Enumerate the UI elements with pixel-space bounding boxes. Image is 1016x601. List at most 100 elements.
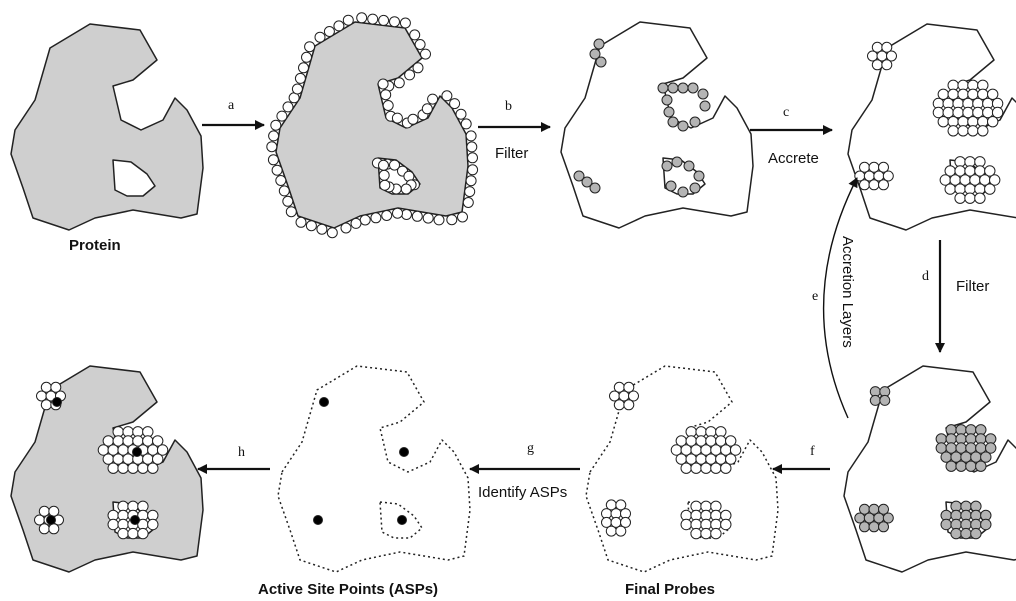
probe-sphere (267, 142, 277, 152)
probe-sphere (879, 522, 889, 532)
probe-sphere (463, 198, 473, 208)
probe-sphere (295, 73, 305, 83)
probe-sphere (955, 193, 965, 203)
probe-sphere (624, 400, 634, 410)
probe-sphere (668, 83, 678, 93)
panel-accreted-probes (848, 24, 1016, 230)
active-site-point (314, 516, 323, 525)
probe-sphere (306, 221, 316, 231)
probe-sphere (701, 463, 711, 473)
probe-sphere (272, 165, 282, 175)
probe-sphere (973, 107, 983, 117)
probe-sphere (408, 114, 418, 124)
probe-sphere (662, 95, 672, 105)
probe-sphere (383, 101, 393, 111)
probe-sphere (945, 184, 955, 194)
probe-sphere (413, 63, 423, 73)
probe-sphere (277, 111, 287, 121)
panel-protein (11, 24, 203, 230)
probe-sphere (410, 30, 420, 40)
step-text-e: Accretion Layers (839, 236, 856, 348)
probe-sphere (447, 215, 457, 225)
step-letter-c: c (783, 105, 789, 120)
probe-sphere (315, 32, 325, 42)
probe-sphere (985, 184, 995, 194)
probe-sphere (711, 528, 721, 538)
step-text-g: Identify ASPs (478, 484, 567, 501)
probe-sphere (958, 89, 968, 99)
probe-sphere (351, 218, 361, 228)
probe-group (574, 39, 710, 197)
probe-sphere (381, 90, 391, 100)
step-text-c: Accrete (768, 150, 819, 167)
probe-sphere (148, 463, 158, 473)
active-site-point (53, 398, 62, 407)
caption-final-probes: Final Probes (625, 581, 715, 598)
probe-sphere (988, 117, 998, 127)
probe-sphere (39, 524, 49, 534)
probe-sphere (662, 161, 672, 171)
probe-sphere (992, 107, 1002, 117)
probe-sphere (118, 528, 128, 538)
probe-sphere (711, 463, 721, 473)
probe-sphere (379, 160, 389, 170)
probe-sphere (276, 176, 286, 186)
probe-sphere (343, 15, 353, 25)
probe-sphere (678, 121, 688, 131)
probe-sphere (961, 528, 971, 538)
probe-sphere (421, 49, 431, 59)
probe-sphere (466, 176, 476, 186)
probe-sphere (458, 212, 468, 222)
panel-refiltered-probes (844, 366, 1016, 572)
probe-sphere (118, 463, 128, 473)
probe-sphere (49, 524, 59, 534)
probe-sphere (870, 395, 880, 405)
protein-dotted-outline (278, 366, 470, 572)
probe-sphere (978, 126, 988, 136)
probe-sphere (357, 13, 367, 23)
probe-sphere (953, 107, 963, 117)
panel-active-site-points (278, 366, 470, 572)
probe-sphere (360, 215, 370, 225)
step-letter-g: g (527, 441, 534, 456)
panel-probed-protein (267, 13, 478, 238)
probe-sphere (694, 171, 704, 181)
probe-sphere (664, 107, 674, 117)
probe-sphere (948, 126, 958, 136)
panel-result (11, 366, 203, 572)
probe-sphere (317, 224, 327, 234)
step-letter-e: e (812, 289, 818, 304)
protein-outline-path (278, 366, 470, 572)
probe-sphere (279, 186, 289, 196)
probe-sphere (423, 213, 433, 223)
probe-sphere (461, 119, 471, 129)
probe-sphere (128, 463, 138, 473)
probe-sphere (286, 207, 296, 217)
probe-sphere (405, 70, 415, 80)
probe-sphere (379, 15, 389, 25)
probe-sphere (379, 170, 389, 180)
protein-outline (844, 366, 1016, 572)
probe-group (602, 382, 741, 539)
probe-sphere (941, 519, 951, 529)
probe-sphere (678, 187, 688, 197)
probe-sphere (606, 526, 616, 536)
probe-sphere (466, 131, 476, 141)
probe-sphere (415, 40, 425, 50)
probe-sphere (968, 126, 978, 136)
probe-sphere (721, 519, 731, 529)
probe-sphere (341, 223, 351, 233)
probe-sphere (938, 89, 948, 99)
probe-sphere (327, 228, 337, 238)
probe-sphere (691, 463, 701, 473)
probe-sphere (269, 131, 279, 141)
probe-sphere (148, 519, 158, 529)
probe-sphere (138, 463, 148, 473)
probe-sphere (681, 519, 691, 529)
probe-sphere (302, 52, 312, 62)
probe-group (855, 387, 996, 539)
probe-sphere (465, 187, 475, 197)
step-letter-a: a (228, 98, 235, 113)
probe-sphere (869, 522, 879, 532)
